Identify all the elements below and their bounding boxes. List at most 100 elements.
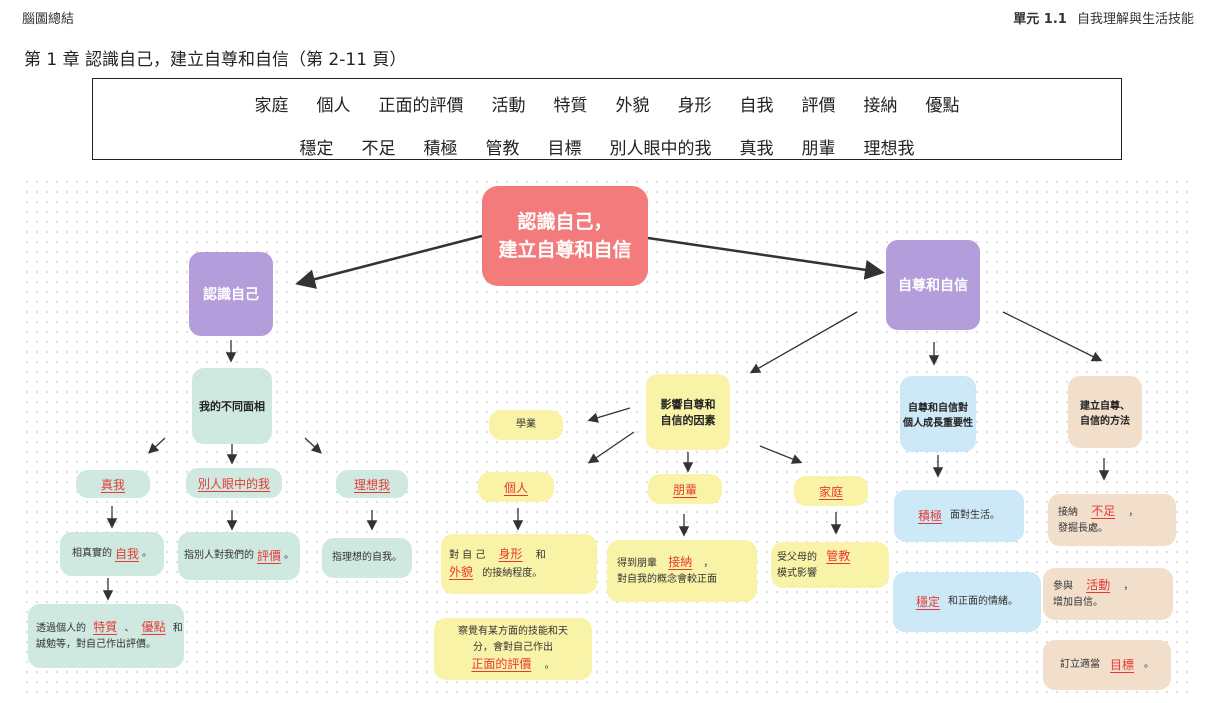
desc-line: 模式影響 [777, 568, 817, 579]
word: 接納 [863, 96, 898, 116]
desc-line: 正面的評價 。 [471, 656, 554, 674]
desc-line: 發掘長處。 [1058, 523, 1108, 534]
methods-line-1: 建立自尊、 [1080, 401, 1130, 412]
branch-know-yourself: 認識自己 [189, 252, 273, 336]
desc-line: 外貌 的接納程度。 [449, 564, 542, 582]
word: 真我 [739, 139, 774, 159]
word: 外貌 [615, 96, 650, 116]
factor-peers: 朋輩 [648, 474, 722, 504]
desc-line: 對自我的概念會較正面 [617, 574, 717, 585]
desc-text: 參與 [1053, 581, 1073, 592]
header-unit: 單元 1.1 [1013, 12, 1067, 27]
desc-line: 增加自信。 [1053, 597, 1103, 608]
method-accept: 接納 不足 ， 發掘長處。 [1048, 494, 1176, 546]
desc-text: 相真實的 [71, 548, 112, 559]
desc-text: ， [703, 558, 714, 569]
word: 別人眼中的我 [609, 139, 712, 159]
answer: 自我 [114, 547, 139, 561]
desc-line: 參與 活動 ， [1053, 577, 1133, 595]
node-importance: 自尊和自信對 個人成長重要性 [900, 376, 976, 452]
header-unit-title: 自我理解與生活技能 [1076, 12, 1194, 27]
answer: 管教 [826, 549, 851, 563]
answer: 評價 [256, 549, 281, 563]
answer: 朋輩 [672, 482, 697, 497]
desc-text: 受父母的 [777, 552, 817, 563]
desc-line: 察覺有某方面的技能和天 [458, 626, 568, 637]
factor-personal: 個人 [478, 472, 554, 502]
desc-text: 。 [284, 550, 294, 561]
answer: 身形 [498, 547, 523, 561]
factor-study: 學業 [489, 410, 563, 440]
answer: 家庭 [818, 484, 843, 499]
word: 理想我 [863, 139, 915, 159]
word-bank-row-1: 家庭 個人 正面的評價 活動 特質 外貌 身形 自我 評價 接納 優點 [93, 91, 1121, 116]
answer: 優點 [141, 620, 166, 634]
desc-text: 接納 [1058, 507, 1078, 518]
center-line-1: 認識自己， [517, 211, 613, 233]
desc-text: 指理想的自我。 [332, 552, 402, 563]
word: 朋輩 [801, 139, 836, 159]
center-line-2: 建立自尊和自信 [498, 239, 632, 261]
desc-text: ， [1128, 507, 1139, 518]
word: 特質 [553, 96, 588, 116]
desc-others-view: 指別人對我們的 評價 。 [178, 532, 300, 580]
chapter-title: 第 1 章 認識自己，建立自尊和自信（第 2-11 頁） [24, 50, 407, 70]
aspect-true-self: 真我 [76, 470, 150, 498]
node-factors: 影響自尊和 自信的因素 [646, 374, 730, 450]
desc-text: 面對生活。 [950, 510, 1000, 521]
importance-line-1: 自尊和自信對 [908, 403, 968, 414]
answer: 外貌 [449, 565, 474, 579]
word: 家庭 [254, 96, 289, 116]
desc-peers: 得到朋輩 接納 ， 對自我的概念會較正面 [607, 540, 757, 602]
word: 個人 [316, 96, 351, 116]
header-left: 腦圖總結 [22, 12, 75, 27]
answer: 正面的評價 [471, 657, 532, 671]
method-participate: 參與 活動 ， 增加自信。 [1043, 568, 1173, 620]
desc-line: 分，會對自己作出 [473, 642, 553, 653]
desc-family: 受父母的 管教 模式影響 [771, 542, 889, 588]
desc-personal: 對 自 己 身形 和 外貌 的接納程度。 [441, 534, 597, 594]
desc-text: 、 [124, 623, 135, 634]
desc-text: 和正面的情緒。 [948, 596, 1018, 607]
desc-line: 誠勉等，對自己作出評價。 [36, 639, 156, 650]
desc-talent: 察覺有某方面的技能和天 分，會對自己作出 正面的評價 。 [434, 618, 592, 680]
desc-line: 得到朋輩 接納 ， [617, 554, 713, 572]
word: 積極 [423, 139, 458, 159]
desc-text: 訂立適當 [1059, 659, 1100, 670]
factors-line-1: 影響自尊和 [660, 398, 716, 411]
desc-text: 指別人對我們的 [183, 550, 254, 561]
desc-line: 對 自 己 身形 和 [449, 546, 546, 564]
word: 活動 [491, 96, 526, 116]
word: 優點 [925, 96, 960, 116]
desc-text: ， [1123, 581, 1134, 592]
answer: 不足 [1091, 504, 1116, 518]
word: 身形 [677, 96, 712, 116]
desc-line: 受父母的 管教 [777, 548, 856, 566]
desc-text: 。 [1144, 659, 1154, 670]
desc-text: 對 自 己 [449, 550, 486, 561]
aspect-ideal-self: 理想我 [336, 470, 408, 498]
node-methods: 建立自尊、 自信的方法 [1068, 376, 1142, 448]
answer: 個人 [503, 480, 528, 495]
methods-line-2: 自信的方法 [1080, 416, 1130, 427]
desc-text: 。 [544, 660, 555, 671]
word: 自我 [739, 96, 774, 116]
branch-self-esteem: 自尊和自信 [886, 240, 980, 330]
importance-positive: 積極 面對生活。 [894, 490, 1024, 542]
answer: 積極 [917, 509, 942, 523]
desc-true-self: 相真實的 自我 。 [60, 532, 164, 576]
desc-text: 得到朋輩 [617, 558, 657, 569]
desc-text: 的接納程度。 [482, 568, 543, 579]
node-different-aspects: 我的不同面相 [192, 368, 272, 444]
word: 穩定 [299, 139, 334, 159]
factor-family: 家庭 [794, 476, 868, 506]
factors-line-2: 自信的因素 [660, 414, 716, 427]
center-node: 認識自己， 建立自尊和自信 [482, 186, 648, 286]
answer: 活動 [1086, 578, 1111, 592]
word: 不足 [361, 139, 396, 159]
answer: 真我 [100, 477, 125, 492]
word: 正面的評價 [378, 96, 464, 116]
answer: 特質 [93, 620, 118, 634]
answer: 目標 [1109, 658, 1134, 672]
desc-line: 透過個人的 特質 、 優點 和 [36, 619, 183, 637]
